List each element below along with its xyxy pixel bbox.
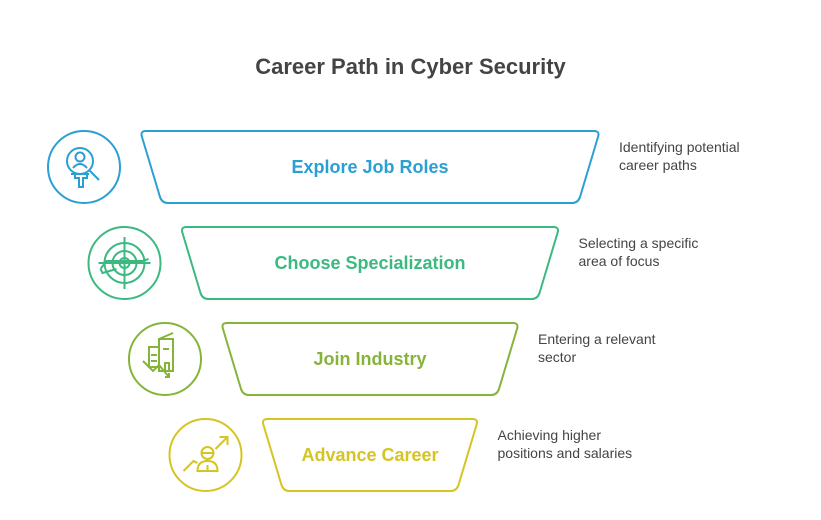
step-shape <box>221 322 519 396</box>
person-growth-icon <box>182 436 229 472</box>
step-description: Identifying potential career paths <box>619 139 740 173</box>
step-description: Selecting a specific area of focus <box>578 235 699 269</box>
target-icon <box>98 237 151 289</box>
diagram-title: Career Path in Cyber Security <box>255 54 566 79</box>
icon-circle <box>168 418 243 492</box>
icon-circle <box>47 130 121 204</box>
step-label: Advance Career <box>301 445 439 465</box>
step-shape <box>140 130 600 204</box>
building-icon <box>142 332 174 378</box>
step-label: Join Industry <box>313 349 427 369</box>
step-shape <box>181 226 559 300</box>
step-shape <box>262 418 478 492</box>
step-label: Choose Specialization <box>274 253 466 273</box>
step-description: Entering a relevant sector <box>538 331 656 365</box>
person-search-icon <box>66 147 100 188</box>
icon-circle <box>128 322 202 396</box>
step-description: Achieving higher positions and salaries <box>497 427 633 461</box>
step-label: Explore Job Roles <box>291 157 449 177</box>
